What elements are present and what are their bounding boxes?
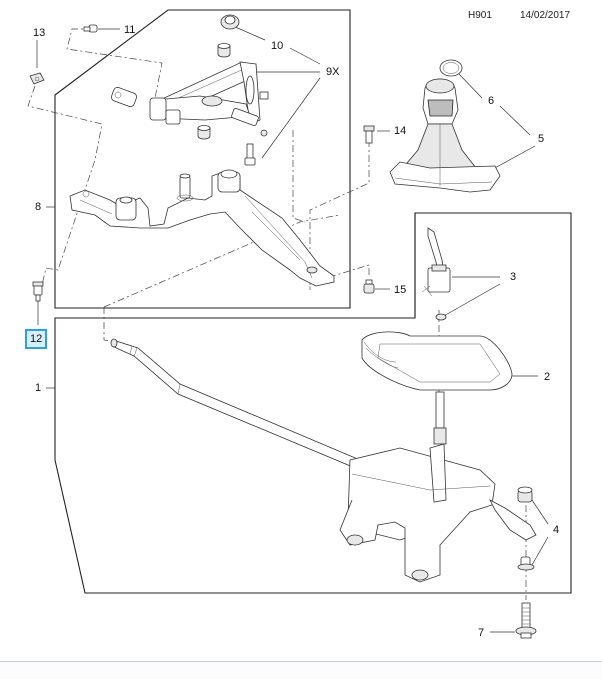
leader-3b <box>441 283 501 318</box>
callout-2[interactable]: 2 <box>544 371 551 383</box>
dash-14 <box>309 140 370 285</box>
part-5-knob-boot <box>389 78 501 193</box>
dash-cable-top <box>103 214 341 308</box>
leader-9xb <box>261 77 321 159</box>
dash-13-12 <box>27 85 103 286</box>
callout-14[interactable]: 14 <box>394 125 407 137</box>
footer-area <box>0 662 602 679</box>
callout-13[interactable]: 13 <box>33 27 46 39</box>
part-7-bolt <box>515 602 537 639</box>
part-10-bushing-top <box>220 14 240 30</box>
dash-15 <box>309 264 370 290</box>
callout-10[interactable]: 10 <box>271 40 284 52</box>
leader-5a <box>499 105 531 136</box>
upper-assembly-frame <box>54 9 351 309</box>
part-11-screw <box>83 24 98 33</box>
callout-12-selected[interactable]: 12 <box>25 329 48 349</box>
footer-divider <box>0 661 602 662</box>
dash-cable <box>103 307 118 343</box>
part-8-bracket <box>69 169 335 287</box>
part-1-shifter-housing <box>339 391 537 583</box>
part-12-screw <box>32 281 44 302</box>
callout-6[interactable]: 6 <box>488 95 495 107</box>
part-13-clip <box>29 72 45 85</box>
diagram-date: 14/02/2017 <box>520 10 571 21</box>
callout-8[interactable]: 8 <box>35 201 42 213</box>
callout-15[interactable]: 15 <box>394 284 407 296</box>
part-10-bushing-mid <box>217 43 231 58</box>
callout-7[interactable]: 7 <box>478 627 485 639</box>
part-6-ring <box>439 59 463 77</box>
part-4-nut-top <box>517 486 533 503</box>
part-10-bushing-low <box>197 125 211 140</box>
dash-11 <box>66 28 163 104</box>
callout-5[interactable]: 5 <box>538 133 545 145</box>
leader-4b <box>531 536 549 566</box>
leader-10a <box>232 25 266 41</box>
callout-1[interactable]: 1 <box>35 382 42 394</box>
part-2-seal <box>361 331 513 391</box>
part-14-bolt <box>363 125 375 144</box>
callout-4[interactable]: 4 <box>553 524 560 536</box>
callout-11[interactable]: 11 <box>124 24 136 36</box>
part-3-lever <box>421 227 451 321</box>
dash-9x <box>292 130 306 223</box>
part-9x-linkage <box>111 61 269 166</box>
leader-6a <box>457 72 483 99</box>
part-1-shift-cable <box>110 338 361 471</box>
part-4-nut-bottom <box>517 556 535 571</box>
part-15-nut <box>363 279 375 294</box>
callout-9x[interactable]: 9X <box>326 66 340 78</box>
diagram-code: H901 <box>468 10 492 21</box>
leader-10b <box>289 47 321 65</box>
leader-4a <box>531 499 549 525</box>
callout-3[interactable]: 3 <box>510 271 517 283</box>
